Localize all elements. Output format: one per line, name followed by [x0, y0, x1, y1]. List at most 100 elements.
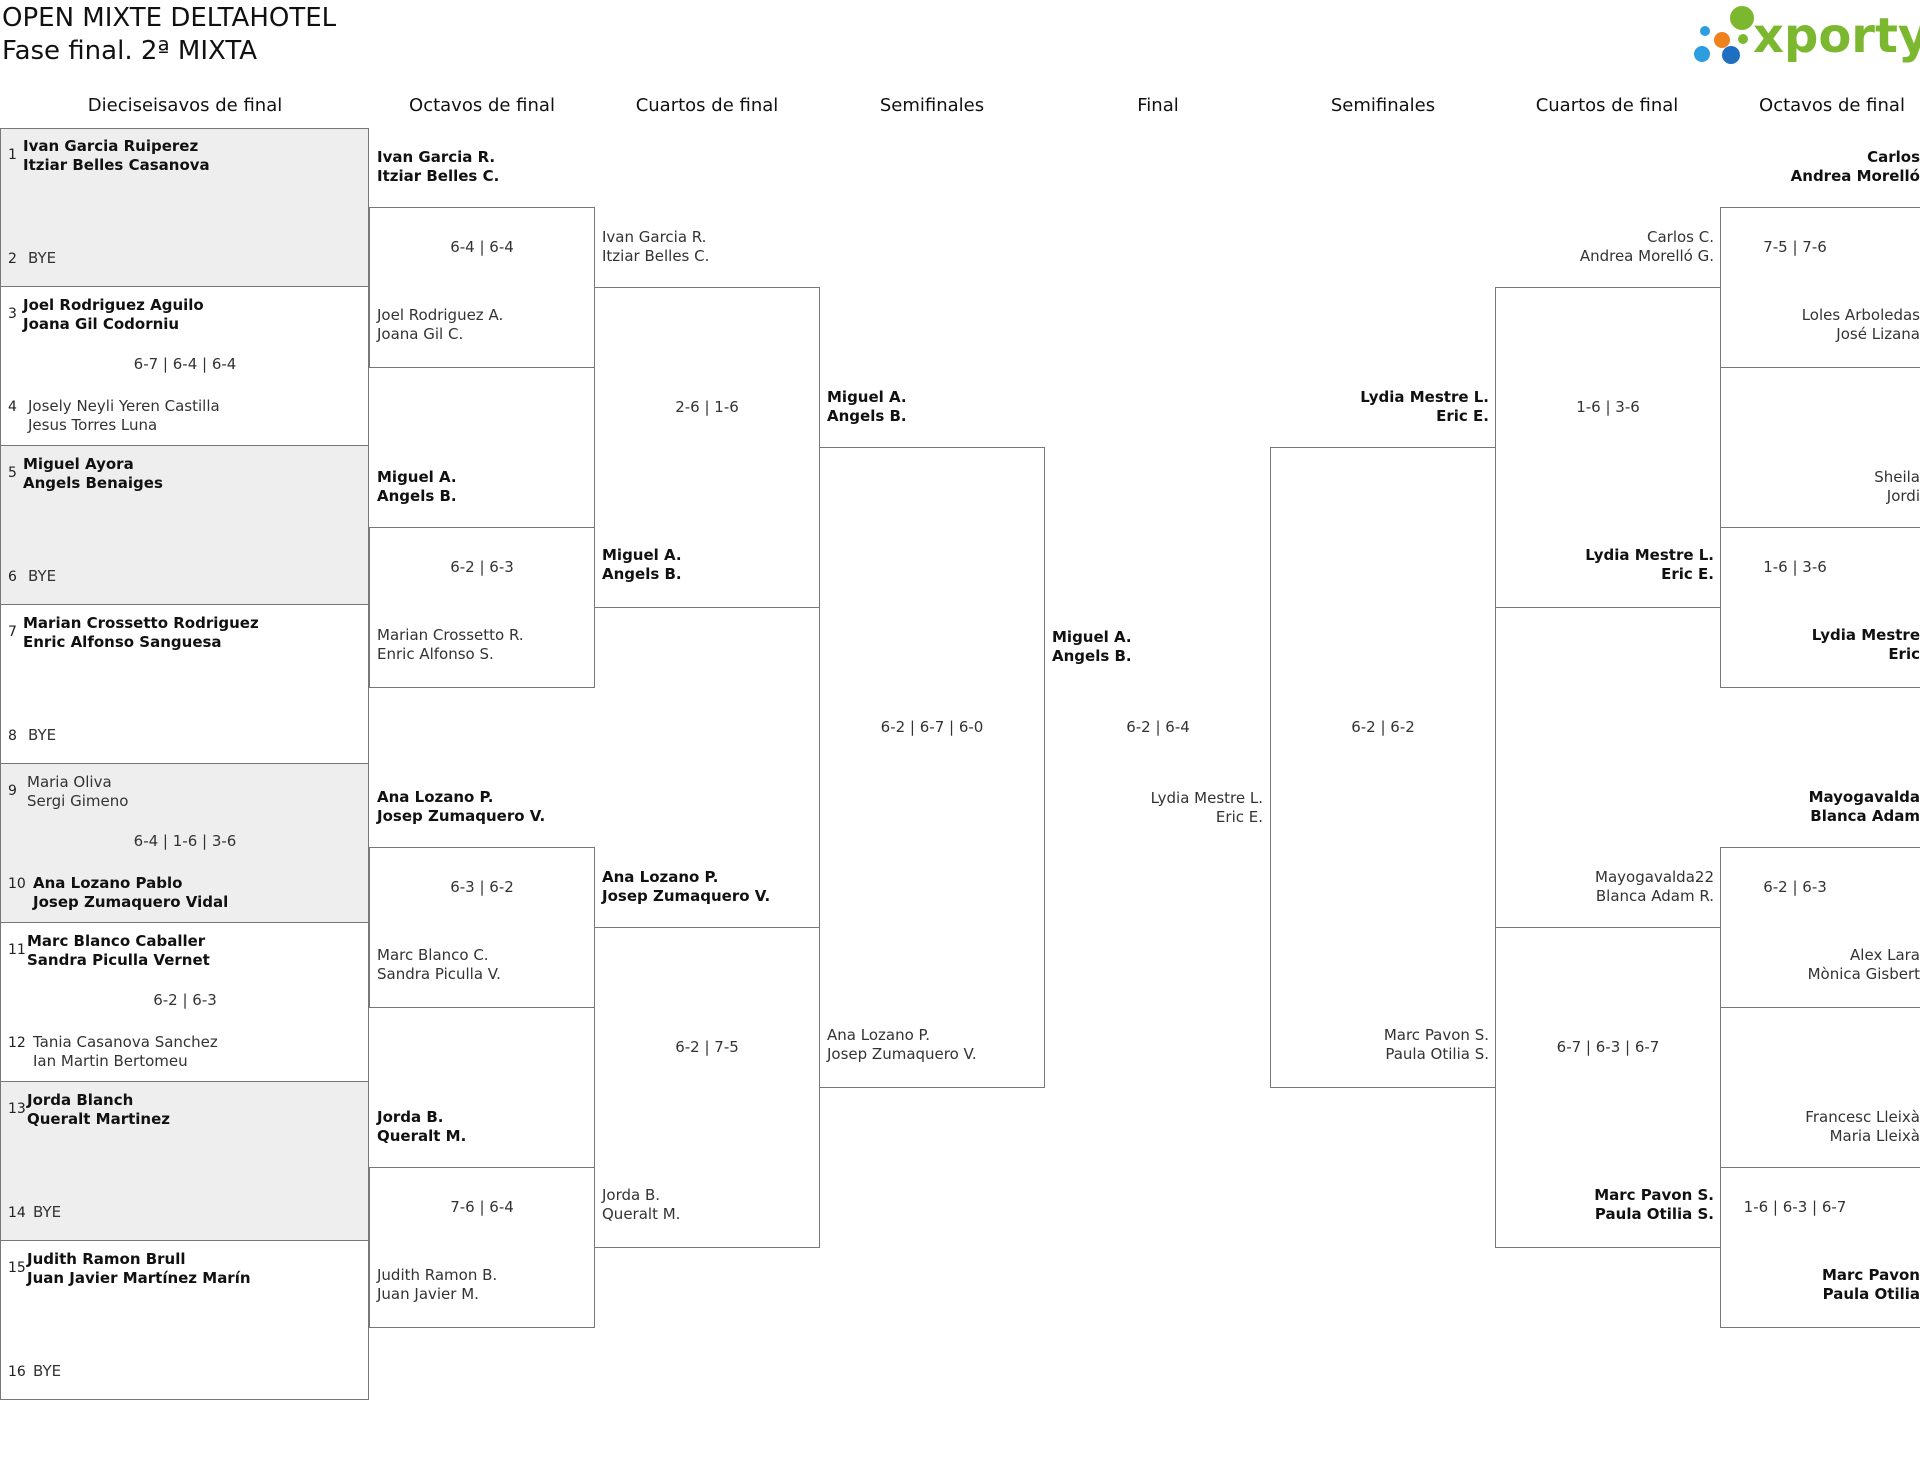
match-score: 1-6 | 6-3 | 6-7: [1743, 1198, 1847, 1216]
player-name: Sergi Gimeno: [27, 792, 129, 810]
player-name: Josep Zumaquero V.: [602, 887, 771, 905]
player-name: Marian Crossetto R.: [377, 626, 524, 644]
seed-number: 15: [8, 1260, 26, 1276]
seed-number: 8: [8, 728, 17, 744]
player-name: Maria Oliva: [27, 773, 112, 791]
player-name: Jordi: [1886, 487, 1920, 505]
team-pair: Carlos C.Andrea Morelló G.: [1494, 228, 1714, 266]
team-pair: Ana Lozano P.Josep Zumaquero V.: [377, 788, 545, 826]
round-header: Octavos de final: [1759, 95, 1905, 116]
xporty-logo: [1690, 2, 1918, 72]
player-name: Paula Otilia: [1822, 1285, 1920, 1303]
player-name: BYE: [33, 1203, 62, 1221]
seed-number: 9: [8, 783, 17, 799]
seed-number: 5: [8, 465, 17, 481]
player-name: Sheila: [1874, 468, 1920, 486]
player-name: Ivan Garcia R.: [377, 148, 496, 166]
player-name: Itziar Belles C.: [602, 247, 710, 265]
round-header: Semifinales: [1330, 95, 1436, 116]
team-pair: Marc Blanco C.Sandra Piculla V.: [377, 946, 501, 984]
player-name: Ivan Garcia Ruiperez: [23, 137, 199, 155]
logo-dot-small-green-icon: [1738, 34, 1748, 44]
round-header: Semifinales: [879, 95, 985, 116]
seed-number: 13: [8, 1101, 26, 1117]
match-score: 6-2 | 6-2: [1351, 718, 1415, 736]
player-name: Sandra Piculla V.: [377, 965, 501, 983]
player-name: Angels Benaiges: [23, 474, 163, 492]
round-header: Dieciseisavos de final: [87, 95, 283, 116]
seed-number: 1: [8, 147, 17, 163]
player-name: Jorda B.: [377, 1108, 444, 1126]
player-name: Josely Neyli Yeren Castilla: [28, 397, 220, 415]
match-score: 6-7 | 6-4 | 6-4: [133, 355, 237, 373]
bye-label: BYE: [33, 1362, 61, 1381]
player-name: Ana Lozano P.: [602, 868, 719, 886]
team-pair: Marian Crossetto R.Enric Alfonso S.: [377, 626, 524, 664]
player-name: Marian Crossetto Rodriguez: [23, 614, 259, 632]
player-name: Francesc Lleixà: [1805, 1108, 1920, 1126]
player-name: Lydia Mestre L.: [1585, 546, 1714, 564]
player-name: Ana Lozano P.: [377, 788, 494, 806]
team-pair: Jorda B.Queralt M.: [602, 1186, 680, 1224]
player-name: Mònica Gisbert: [1807, 965, 1920, 983]
seed-number: 11: [8, 942, 26, 958]
player-name: Eric E.: [1436, 407, 1489, 425]
match-score: 7-6 | 6-4: [450, 1198, 514, 1216]
player-name: Queralt M.: [602, 1205, 681, 1223]
match-score: 6-4 | 1-6 | 3-6: [133, 832, 237, 850]
player-name: Lydia Mestre L.: [1150, 789, 1263, 807]
player-name: Maria Lleixà: [1829, 1127, 1920, 1145]
logo-dot-green-icon: [1730, 6, 1754, 30]
seed-number: 4: [8, 399, 17, 415]
r32-match: [0, 923, 369, 1082]
seed-number: 16: [8, 1364, 26, 1380]
player-name: Andrea Morelló: [1790, 167, 1920, 185]
team-pair: Marc Pavon S.Paula Otilia S.: [1269, 1026, 1489, 1064]
player-name: Angels B.: [1052, 647, 1132, 665]
r32-match: [0, 287, 369, 446]
player-name: Judith Ramon Brull: [27, 1250, 186, 1268]
match-score: 1-6 | 3-6: [1763, 558, 1827, 576]
player-name: BYE: [28, 726, 57, 744]
player-name: Lydia Mestre: [1811, 626, 1920, 644]
match-score: 6-2 | 6-3: [153, 991, 217, 1009]
team-pair: Lydia Mestre L.Eric E.: [1269, 388, 1489, 426]
player-name: Ian Martin Bertomeu: [33, 1052, 188, 1070]
team-pair: Ivan Garcia R.Itziar Belles C.: [377, 148, 499, 186]
seed-number: 14: [8, 1205, 26, 1221]
match-score: 6-2 | 6-3: [450, 558, 514, 576]
team-pair: Lydia Mestre L.Eric E.: [1494, 546, 1714, 584]
match-score: 7-5 | 7-6: [1763, 238, 1827, 256]
team-pair: Ivan Garcia R.Itziar Belles C.: [602, 228, 709, 266]
team-pair: Ana Lozano P.Josep Zumaquero V.: [602, 868, 770, 906]
seed-number: 10: [8, 876, 26, 892]
round-header: Octavos de final: [409, 95, 555, 116]
player-name: Carlos: [1867, 148, 1920, 166]
match-score: 6-4 | 6-4: [450, 238, 514, 256]
match-score: 6-2 | 6-7 | 6-0: [880, 718, 984, 736]
team-pair: Joel Rodriguez A.Joana Gil C.: [377, 306, 503, 344]
player-name: Joel Rodriguez Aguilo: [23, 296, 204, 314]
player-name: Enric Alfonso S.: [377, 645, 494, 663]
match-score: 6-2 | 6-3: [1763, 878, 1827, 896]
r16-match-box: [1720, 527, 1920, 688]
player-name: Miguel A.: [827, 388, 907, 406]
bye-label: BYE: [28, 249, 56, 268]
player-name: Eric E.: [1215, 808, 1263, 826]
player-name: BYE: [33, 1362, 62, 1380]
team-pair: Marc Pavon S.Paula Otilia S.: [1494, 1186, 1714, 1224]
logo-dot-blue-icon: [1694, 46, 1710, 62]
player-name: Miguel Ayora: [23, 455, 134, 473]
player-name: Blanca Adam R.: [1595, 887, 1714, 905]
player-name: Ivan Garcia R.: [602, 228, 707, 246]
team-pair: Jorda B.Queralt M.: [377, 1108, 466, 1146]
player-name: Juan Javier M.: [377, 1285, 479, 1303]
